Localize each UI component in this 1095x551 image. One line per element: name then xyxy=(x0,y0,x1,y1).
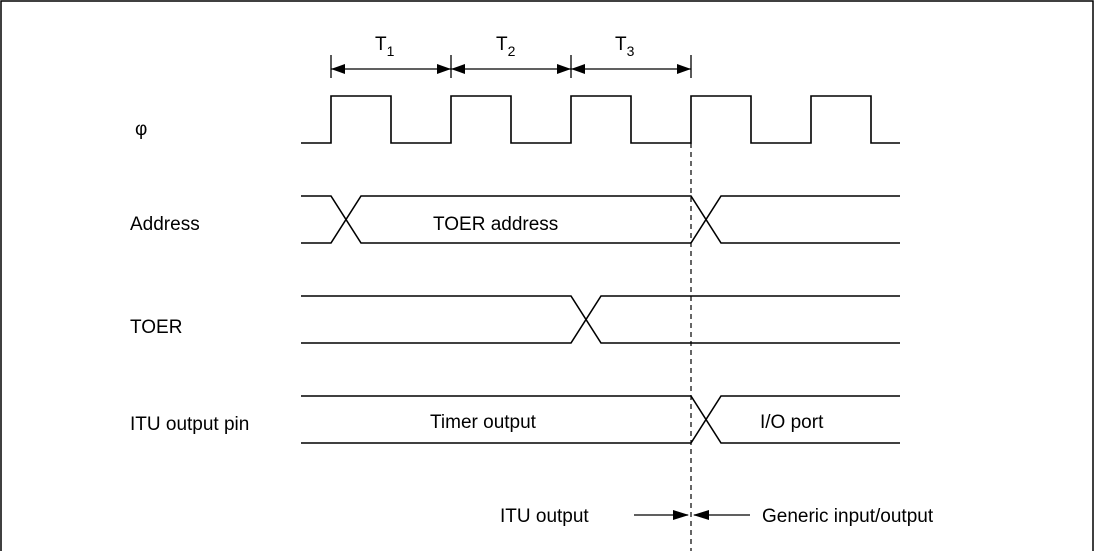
arrow-head xyxy=(451,64,465,74)
arrow-head xyxy=(437,64,451,74)
clock-waveform xyxy=(301,95,900,144)
arrow-head xyxy=(677,64,691,74)
toer-label: TOER xyxy=(130,317,182,338)
clock-label: φ xyxy=(135,119,147,140)
arrow-head xyxy=(673,510,689,520)
period-label-t3: T3 xyxy=(615,34,635,59)
address-value: TOER address xyxy=(433,214,558,235)
footer-arrows xyxy=(634,510,750,520)
itu-pin-value-after: I/O port xyxy=(760,412,824,433)
itu-pin-label: ITU output pin xyxy=(130,414,249,435)
address-label: Address xyxy=(130,214,200,235)
period-label-t2: T2 xyxy=(496,34,516,59)
arrow-head xyxy=(571,64,585,74)
arrow-head xyxy=(331,64,345,74)
itu-pin-value-before: Timer output xyxy=(430,412,537,433)
arrow-head xyxy=(557,64,571,74)
address-waveform xyxy=(301,195,900,244)
footer-left-label: ITU output xyxy=(500,506,589,527)
footer-right-label: Generic input/output xyxy=(762,506,934,527)
toer-waveform xyxy=(301,295,900,344)
period-label-t1: T1 xyxy=(375,34,395,59)
period-markers: T1 T2 T3 xyxy=(330,34,692,78)
arrow-head xyxy=(693,510,709,520)
itu-pin-waveform xyxy=(301,395,900,444)
